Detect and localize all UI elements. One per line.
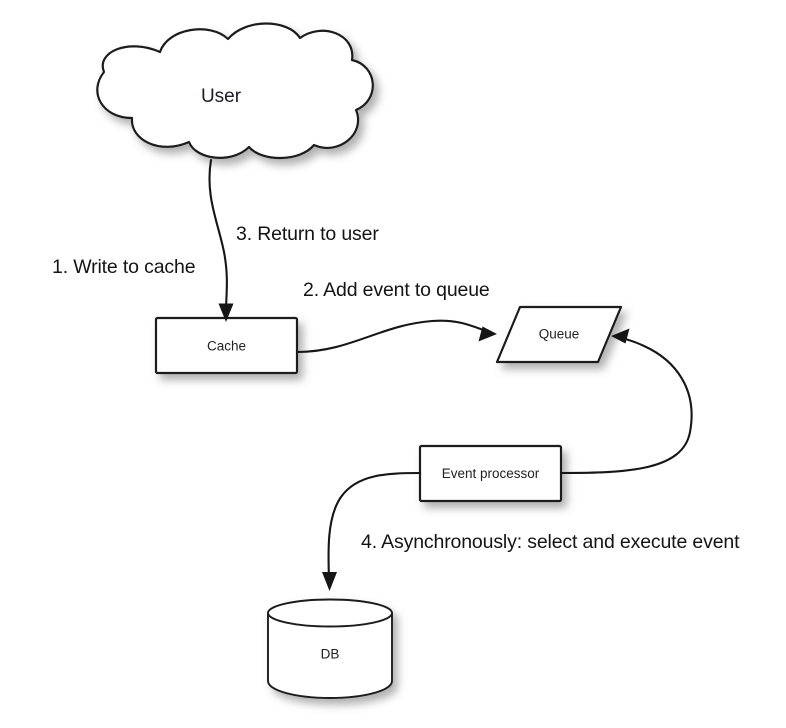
step-label-3-return-to-user: 3. Return to user — [236, 223, 379, 245]
node-cache[interactable]: Cache — [154, 316, 299, 375]
node-label-event-processor: Event processor — [442, 466, 540, 481]
arrowhead-to-queue — [478, 326, 497, 342]
edge-processor-to-db — [322, 471, 422, 591]
arrowhead-to-db — [322, 572, 337, 591]
edge-processor-to-queue — [559, 328, 693, 475]
arrowhead-to-queue-right — [611, 328, 630, 344]
node-label-db: DB — [321, 647, 340, 662]
step-label-2-add-event-to-queue: 2. Add event to queue — [303, 279, 490, 301]
node-user[interactable]: User — [96, 22, 374, 160]
node-event-processor[interactable]: Event processor — [418, 444, 563, 503]
node-label-cache: Cache — [207, 339, 246, 354]
node-queue[interactable]: Queue — [495, 305, 623, 364]
node-db[interactable]: DB — [267, 598, 393, 699]
arrowhead-to-cache — [218, 303, 234, 322]
step-label-1-write-to-cache: 1. Write to cache — [52, 256, 196, 278]
node-label-queue: Queue — [539, 327, 580, 342]
step-label-4-async-select-execute: 4. Asynchronously: select and execute ev… — [361, 531, 740, 553]
edge-cache-to-queue — [295, 319, 497, 354]
edge-user-to-cache — [208, 158, 234, 322]
node-label-user: User — [201, 86, 242, 107]
